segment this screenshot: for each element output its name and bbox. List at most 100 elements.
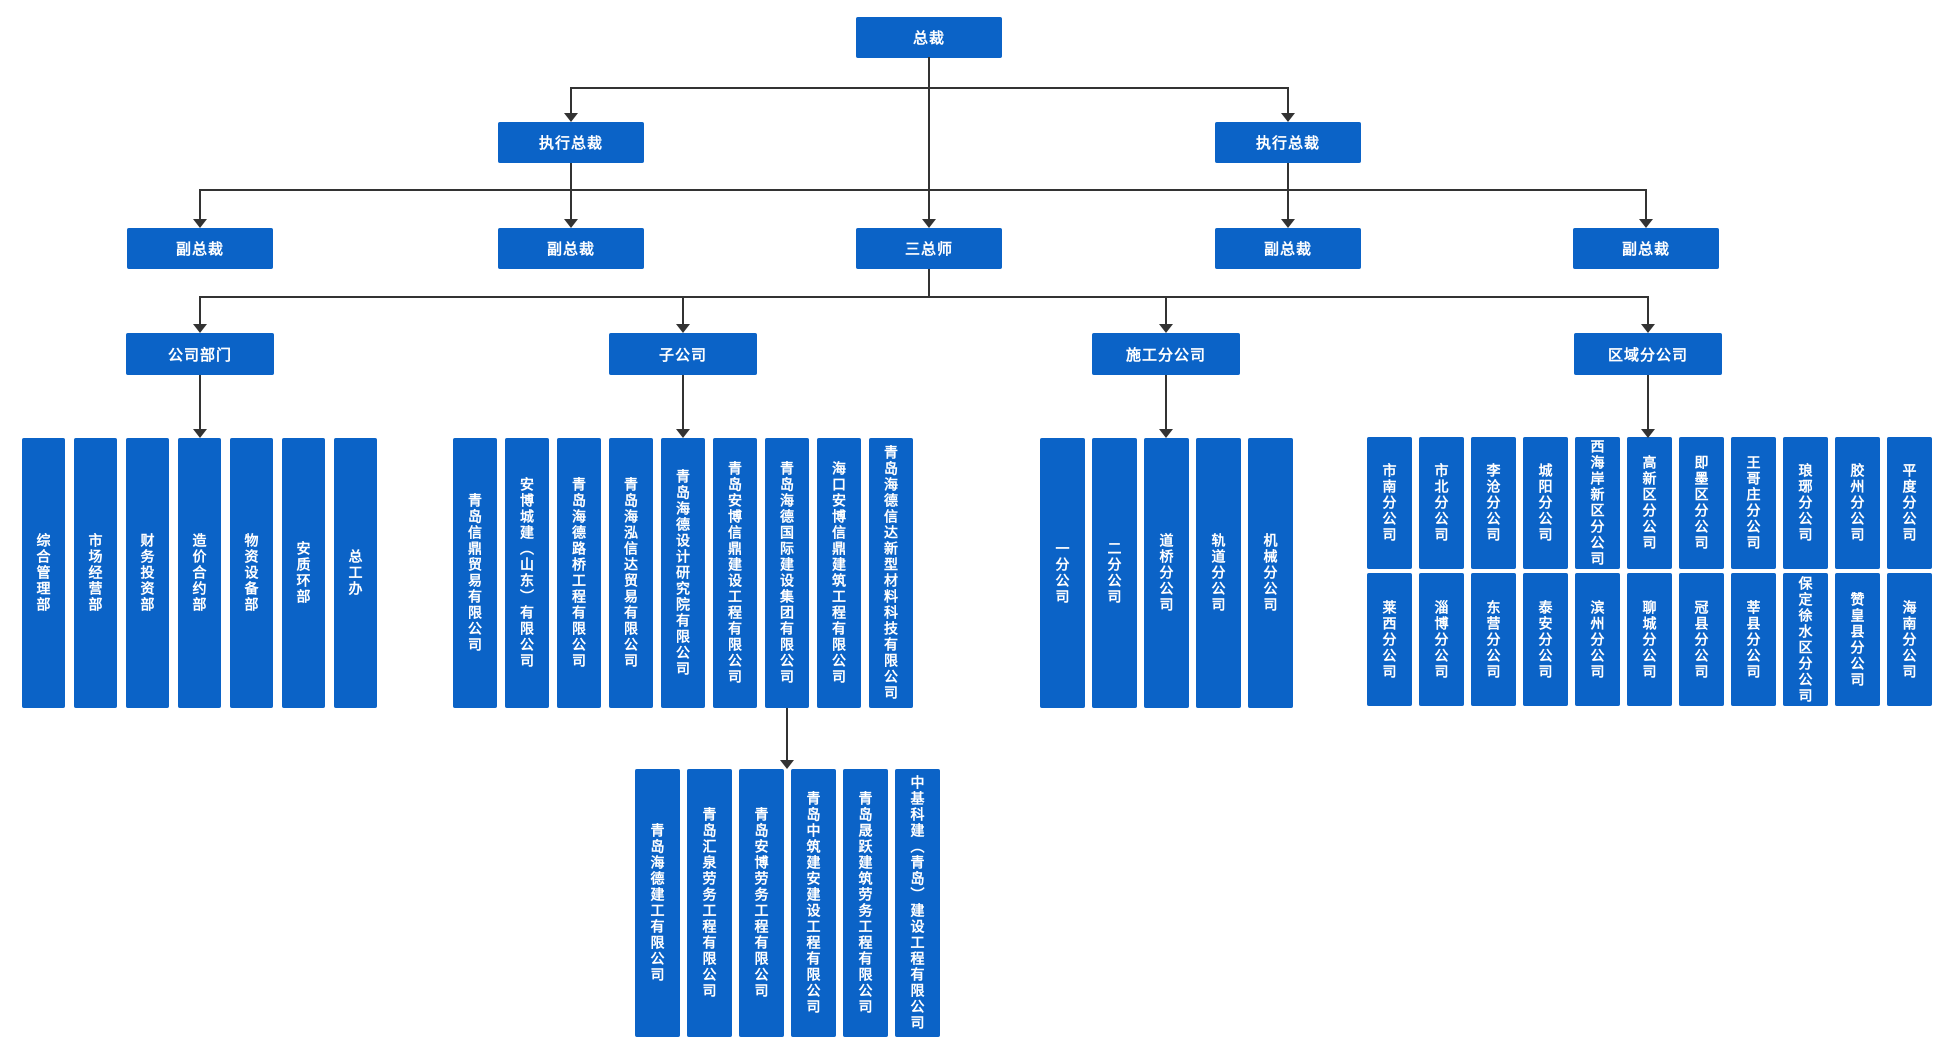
node-president[interactable]: 总裁	[856, 17, 1002, 58]
node-regional-branch-r1-9[interactable]: 胶州分公司	[1835, 437, 1880, 569]
regional-branch-r1-label: 西海岸新区分公司	[1589, 439, 1606, 567]
regional-branch-r1-label: 市北分公司	[1433, 463, 1450, 543]
node-construction-branch-1[interactable]: 二分公司	[1092, 438, 1137, 708]
connector-arrowhead	[676, 324, 690, 333]
node-department-6[interactable]: 总工办	[334, 438, 377, 708]
connector-arrowhead	[193, 429, 207, 438]
node-executive-president-left[interactable]: 执行总裁	[498, 122, 644, 163]
node-executive-president-right[interactable]: 执行总裁	[1215, 122, 1361, 163]
node-haide-subsidiary-5[interactable]: 中基科建（青岛）建设工程有限公司	[895, 769, 940, 1037]
subsidiary-label: 青岛海德设计研究院有限公司	[675, 469, 691, 677]
node-regional-branch-r2-0[interactable]: 莱西分公司	[1367, 573, 1412, 706]
construction-branch-label: 轨道分公司	[1210, 533, 1227, 613]
connector-hline	[199, 189, 1647, 191]
haide-subsidiary-label: 青岛安博劳务工程有限公司	[753, 807, 770, 999]
node-three-chief-engineers[interactable]: 三总师	[856, 228, 1002, 269]
connector-vline	[1647, 297, 1649, 324]
node-regional-branch-r1-1[interactable]: 市北分公司	[1419, 437, 1464, 569]
node-subsidiary-2[interactable]: 青岛海德路桥工程有限公司	[557, 438, 601, 708]
node-regional-branch-r2-1[interactable]: 淄博分公司	[1419, 573, 1464, 706]
node-regional-branch-r2-4[interactable]: 滨州分公司	[1575, 573, 1620, 706]
node-department-2[interactable]: 财务投资部	[126, 438, 169, 708]
node-haide-subsidiary-4[interactable]: 青岛晟跃建筑劳务工程有限公司	[843, 769, 888, 1037]
construction-branch-label: 一分公司	[1054, 541, 1071, 605]
node-subsidiary-8[interactable]: 青岛海德信达新型材料科技有限公司	[869, 438, 913, 708]
node-subsidiary-1[interactable]: 安博城建（山东）有限公司	[505, 438, 549, 708]
node-subsidiary-0[interactable]: 青岛信鼎贸易有限公司	[453, 438, 497, 708]
node-department-5[interactable]: 安质环部	[282, 438, 325, 708]
node-haide-subsidiary-1[interactable]: 青岛汇泉劳务工程有限公司	[687, 769, 732, 1037]
connector-vline	[199, 190, 201, 219]
node-department-0[interactable]: 综合管理部	[22, 438, 65, 708]
node-haide-subsidiary-3[interactable]: 青岛中筑建安建设工程有限公司	[791, 769, 836, 1037]
regional-branch-r2-label: 赞皇县分公司	[1849, 591, 1866, 688]
node-subsidiary-7[interactable]: 海口安博信鼎建筑工程有限公司	[817, 438, 861, 708]
connector-vline	[786, 708, 788, 760]
node-construction-branches[interactable]: 施工分公司	[1092, 333, 1240, 375]
node-construction-branch-3[interactable]: 轨道分公司	[1196, 438, 1241, 708]
node-subsidiary-3[interactable]: 青岛海泓信达贸易有限公司	[609, 438, 653, 708]
construction-branch-label: 机械分公司	[1262, 533, 1279, 613]
node-regional-branch-r1-6[interactable]: 即墨区分公司	[1679, 437, 1724, 569]
node-construction-branch-4[interactable]: 机械分公司	[1248, 438, 1293, 708]
node-regional-branch-r2-8[interactable]: 保定徐水区分公司	[1783, 573, 1828, 706]
connector-arrowhead	[1159, 429, 1173, 438]
regional-branch-r2-label: 莱西分公司	[1381, 599, 1398, 680]
node-department-4[interactable]: 物资设备部	[230, 438, 273, 708]
node-vice-president-3[interactable]: 副总裁	[1215, 228, 1361, 269]
node-regional-branch-r2-6[interactable]: 冠县分公司	[1679, 573, 1724, 706]
node-vice-president-2[interactable]: 副总裁	[498, 228, 644, 269]
node-department-1[interactable]: 市场经营部	[74, 438, 117, 708]
node-regional-branch-r2-9[interactable]: 赞皇县分公司	[1835, 573, 1880, 706]
connector-vline	[682, 375, 684, 429]
subsidiary-label: 青岛海德路桥工程有限公司	[571, 477, 587, 669]
connector-hline	[199, 296, 1649, 298]
node-regional-branch-r1-0[interactable]: 市南分公司	[1367, 437, 1412, 569]
node-regional-branch-r1-4[interactable]: 西海岸新区分公司	[1575, 437, 1620, 569]
haide-subsidiary-label: 中基科建（青岛）建设工程有限公司	[909, 775, 926, 1031]
node-regional-branch-r1-3[interactable]: 城阳分公司	[1523, 437, 1568, 569]
node-subsidiaries[interactable]: 子公司	[609, 333, 757, 375]
regional-branch-r2-label: 海南分公司	[1901, 599, 1918, 680]
node-vice-president-4[interactable]: 副总裁	[1573, 228, 1719, 269]
node-regional-branch-r2-3[interactable]: 泰安分公司	[1523, 573, 1568, 706]
node-haide-subsidiary-0[interactable]: 青岛海德建工有限公司	[635, 769, 680, 1037]
connector-arrowhead	[1281, 219, 1295, 228]
node-subsidiary-6[interactable]: 青岛海德国际建设集团有限公司	[765, 438, 809, 708]
department-label: 造价合约部	[191, 533, 208, 613]
department-label: 物资设备部	[243, 533, 260, 613]
subsidiary-label: 青岛安博信鼎建设工程有限公司	[727, 461, 743, 685]
node-regional-branch-r1-8[interactable]: 琅琊分公司	[1783, 437, 1828, 569]
node-regional-branch-r2-7[interactable]: 莘县分公司	[1731, 573, 1776, 706]
node-regional-branches[interactable]: 区域分公司	[1574, 333, 1722, 375]
node-company-departments[interactable]: 公司部门	[126, 333, 274, 375]
connector-vline	[1287, 163, 1289, 219]
connector-arrowhead	[564, 113, 578, 122]
node-regional-branch-r1-7[interactable]: 王哥庄分公司	[1731, 437, 1776, 569]
node-haide-subsidiary-2[interactable]: 青岛安博劳务工程有限公司	[739, 769, 784, 1037]
node-construction-branch-0[interactable]: 一分公司	[1040, 438, 1085, 708]
node-regional-branch-r1-10[interactable]: 平度分公司	[1887, 437, 1932, 569]
node-vice-president-1[interactable]: 副总裁	[127, 228, 273, 269]
node-subsidiary-4[interactable]: 青岛海德设计研究院有限公司	[661, 438, 705, 708]
connector-arrowhead	[1641, 429, 1655, 438]
regional-branch-r1-label: 平度分公司	[1901, 463, 1918, 543]
node-regional-branch-r2-10[interactable]: 海南分公司	[1887, 573, 1932, 706]
node-subsidiary-5[interactable]: 青岛安博信鼎建设工程有限公司	[713, 438, 757, 708]
regional-branch-r2-label: 泰安分公司	[1537, 599, 1554, 680]
connector-vline	[1645, 190, 1647, 219]
regional-branch-r1-label: 李沧分公司	[1485, 463, 1502, 543]
connector-hline	[570, 87, 1289, 89]
node-regional-branch-r1-5[interactable]: 高新区分公司	[1627, 437, 1672, 569]
node-regional-branch-r2-5[interactable]: 聊城分公司	[1627, 573, 1672, 706]
node-regional-branch-r1-2[interactable]: 李沧分公司	[1471, 437, 1516, 569]
node-department-3[interactable]: 造价合约部	[178, 438, 221, 708]
connector-arrowhead	[193, 219, 207, 228]
haide-subsidiary-label: 青岛汇泉劳务工程有限公司	[701, 807, 718, 999]
node-regional-branch-r2-2[interactable]: 东营分公司	[1471, 573, 1516, 706]
regional-branch-r2-label: 冠县分公司	[1693, 599, 1710, 680]
connector-arrowhead	[780, 760, 794, 769]
node-construction-branch-2[interactable]: 道桥分公司	[1144, 438, 1189, 708]
regional-branch-r2-label: 莘县分公司	[1745, 599, 1762, 680]
